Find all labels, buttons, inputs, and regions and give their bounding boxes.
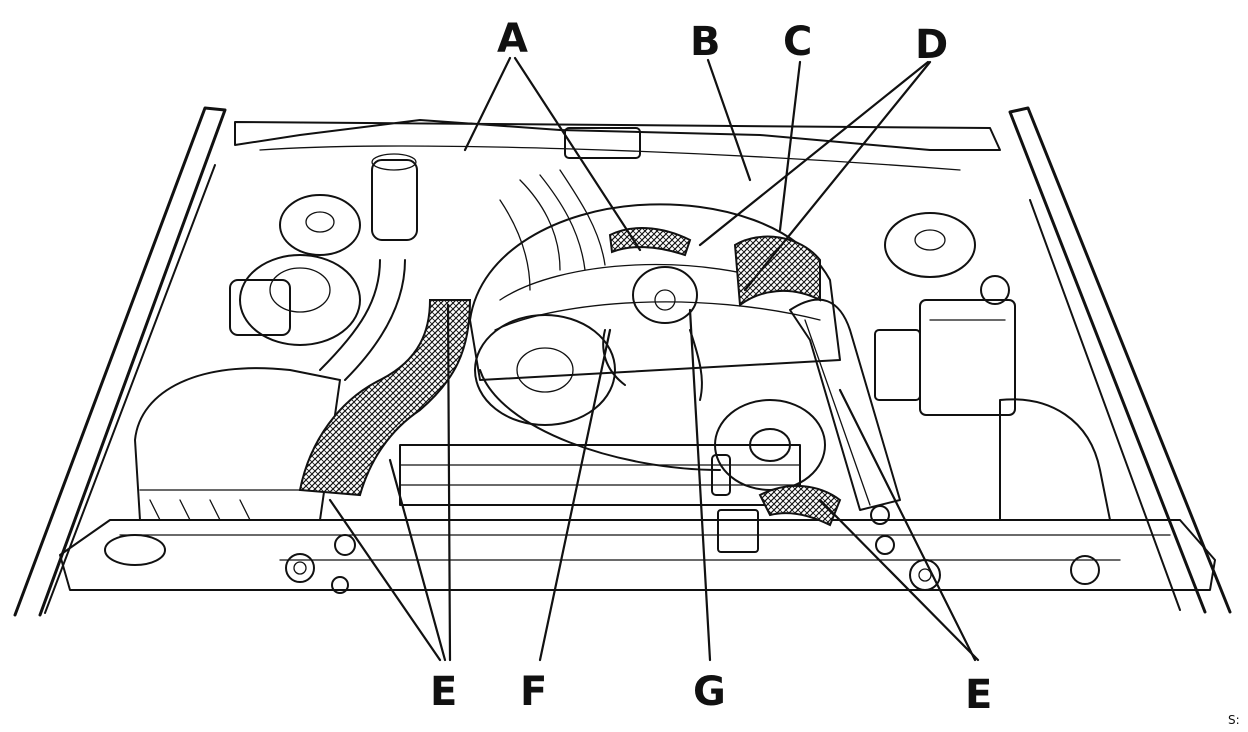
leader-D-left [698, 60, 930, 247]
fan-motor [229, 279, 291, 336]
callout-C: C [783, 19, 812, 65]
cowl-panel [234, 119, 1001, 151]
air-cleaner-box [134, 367, 341, 521]
leader-G [688, 308, 712, 662]
leader-F [538, 328, 612, 662]
callout-A: A [497, 16, 528, 62]
leader-E-left-1 [328, 498, 442, 662]
leader-E-left-2 [388, 458, 447, 662]
harness-wrap-upper [733, 235, 821, 307]
right-fender [1008, 106, 1232, 614]
callout-labels: A B C D E F G E S: [430, 16, 1240, 727]
coolant-reservoir [999, 398, 1111, 521]
left-fender [13, 106, 227, 617]
harness-wrap-center [608, 227, 692, 257]
left-components [104, 153, 472, 594]
radiator-support [59, 519, 1216, 591]
right-components [870, 212, 1111, 591]
callout-B: B [690, 19, 721, 65]
leader-E-right-1 [818, 498, 980, 662]
engine-block [399, 127, 901, 553]
callout-E-right: E [965, 672, 992, 718]
radiator-cap [711, 454, 731, 496]
left-strut-tower [279, 194, 361, 256]
leader-A-left [463, 56, 512, 152]
leader-C [778, 60, 802, 232]
radiator [399, 444, 801, 506]
corner-code: S: [1228, 713, 1240, 727]
callout-F: F [520, 669, 547, 715]
ignition-module [564, 127, 641, 159]
leader-E-left-3 [446, 303, 452, 662]
upper-radiator-hose [789, 298, 901, 511]
callout-D: D [915, 22, 948, 68]
left-intake-hose [298, 299, 472, 497]
right-strut-tower [884, 212, 976, 278]
relay-box [874, 329, 921, 401]
callout-G: G [693, 669, 726, 715]
brake-reservoir [371, 159, 418, 241]
leader-lines [328, 56, 980, 662]
brake-booster [239, 254, 361, 346]
leader-A-right [513, 56, 642, 252]
callout-E-left: E [430, 669, 457, 715]
leader-E-right-2 [838, 388, 977, 662]
right-hose-wrap [758, 484, 842, 527]
throttle-body [632, 266, 698, 324]
leader-D-right [743, 60, 932, 292]
crank-pulley [474, 314, 616, 426]
body-outline [13, 106, 1232, 617]
leader-B [706, 58, 752, 182]
battery [919, 299, 1016, 416]
